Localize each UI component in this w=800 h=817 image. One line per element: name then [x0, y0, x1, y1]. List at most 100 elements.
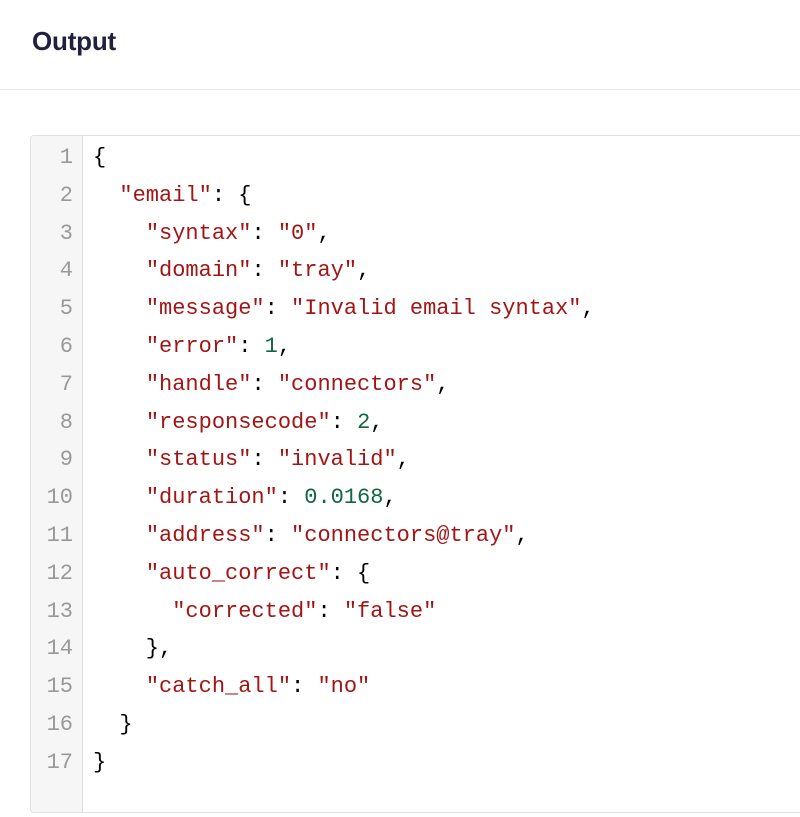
- code-line: "syntax": "0",: [93, 215, 800, 253]
- json-string-token: "connectors": [277, 371, 437, 397]
- json-string-token: "syntax": [145, 220, 252, 246]
- json-punctuation-token: ,: [357, 258, 371, 284]
- json-punctuation-token: [93, 221, 146, 246]
- code-content[interactable]: { "email": { "syntax": "0", "domain": "t…: [83, 136, 800, 812]
- line-number: 15: [46, 674, 73, 700]
- json-punctuation-token: [93, 485, 146, 510]
- line-number: 8: [59, 409, 73, 435]
- line-number: 13: [46, 598, 73, 624]
- json-string-token: "message": [145, 296, 265, 322]
- json-punctuation-token: : {: [211, 182, 252, 208]
- json-string-token: "catch_all": [145, 674, 292, 700]
- json-punctuation-token: ,: [515, 522, 529, 548]
- header-divider: [0, 89, 800, 90]
- json-string-token: "0": [277, 220, 318, 246]
- json-string-token: "address": [145, 522, 265, 548]
- json-punctuation-token: :: [238, 333, 265, 359]
- json-punctuation-token: :: [251, 447, 278, 473]
- line-number: 17: [46, 749, 73, 775]
- json-punctuation-token: [93, 410, 146, 435]
- json-punctuation-token: :: [317, 598, 344, 624]
- code-line: {: [93, 139, 800, 177]
- code-line: },: [93, 630, 800, 668]
- json-punctuation-token: [93, 674, 146, 699]
- code-line: "handle": "connectors",: [93, 366, 800, 404]
- code-line: "error": 1,: [93, 328, 800, 366]
- json-punctuation-token: },: [93, 636, 173, 662]
- json-string-token: "error": [145, 333, 239, 359]
- json-string-token: "auto_correct": [145, 560, 331, 586]
- json-number-token: 1: [264, 333, 278, 359]
- json-string-token: "connectors@tray": [291, 522, 516, 548]
- json-string-token: "Invalid email syntax": [291, 296, 582, 322]
- line-number: 9: [59, 447, 73, 473]
- json-string-token: "tray": [277, 258, 358, 284]
- json-string-token: "status": [145, 447, 252, 473]
- code-line: "domain": "tray",: [93, 252, 800, 290]
- line-number: 14: [46, 636, 73, 662]
- line-number: 11: [46, 522, 73, 548]
- line-number: 1: [59, 145, 73, 170]
- code-line: "corrected": "false": [93, 593, 800, 631]
- line-number: 2: [59, 182, 73, 208]
- json-punctuation-token: [93, 447, 146, 472]
- json-punctuation-token: [93, 183, 119, 208]
- json-punctuation-token: :: [291, 674, 318, 700]
- line-number: 7: [59, 371, 73, 397]
- json-punctuation-token: {: [93, 145, 107, 170]
- page-title: Output: [32, 26, 116, 56]
- json-punctuation-token: [93, 599, 172, 624]
- code-line: "address": "connectors@tray",: [93, 517, 800, 555]
- code-line: }: [93, 744, 800, 782]
- line-number: 12: [46, 560, 73, 586]
- line-number: 10: [46, 485, 73, 511]
- json-punctuation-token: }: [93, 749, 107, 775]
- code-line: }: [93, 706, 800, 744]
- json-punctuation-token: ,: [317, 220, 331, 246]
- json-string-token: "no": [317, 674, 371, 700]
- json-string-token: "responsecode": [145, 409, 331, 435]
- json-punctuation-token: :: [264, 522, 292, 548]
- code-line: "status": "invalid",: [93, 441, 800, 479]
- code-line: "message": "Invalid email syntax",: [93, 290, 800, 328]
- line-number: 4: [59, 258, 73, 284]
- json-punctuation-token: [93, 523, 146, 548]
- json-punctuation-token: ,: [383, 485, 397, 511]
- json-punctuation-token: :: [264, 296, 292, 322]
- json-number-token: 2: [357, 409, 371, 435]
- line-number: 6: [59, 333, 73, 359]
- json-punctuation-token: ,: [370, 409, 384, 435]
- json-string-token: "domain": [145, 258, 252, 284]
- json-punctuation-token: : {: [330, 560, 371, 586]
- json-punctuation-token: [93, 296, 146, 321]
- json-punctuation-token: [93, 372, 146, 397]
- json-punctuation-token: ,: [277, 333, 292, 359]
- json-string-token: "handle": [145, 371, 252, 397]
- json-punctuation-token: :: [277, 485, 305, 511]
- json-punctuation-token: :: [251, 371, 278, 397]
- output-header: Output: [32, 22, 116, 60]
- json-punctuation-token: ,: [436, 371, 450, 397]
- json-punctuation-token: :: [251, 220, 278, 246]
- json-string-token: "email": [119, 182, 212, 208]
- json-string-token: "false": [343, 598, 437, 624]
- code-line: "duration": 0.0168,: [93, 479, 800, 517]
- json-punctuation-token: ,: [396, 447, 410, 473]
- json-punctuation-token: [93, 258, 146, 283]
- code-line: "responsecode": 2,: [93, 404, 800, 442]
- json-punctuation-token: ,: [581, 296, 595, 322]
- line-number: 5: [59, 296, 73, 322]
- json-string-token: "invalid": [277, 447, 397, 473]
- json-punctuation-token: :: [330, 409, 358, 435]
- line-number: 16: [46, 711, 73, 737]
- code-line: "catch_all": "no": [93, 668, 800, 706]
- line-number: 3: [59, 220, 73, 246]
- json-string-token: "duration": [145, 485, 278, 511]
- json-punctuation-token: [93, 561, 146, 586]
- code-line: "auto_correct": {: [93, 555, 800, 593]
- code-line: "email": {: [93, 177, 800, 215]
- json-punctuation-token: :: [251, 258, 278, 284]
- json-number-token: 0.0168: [304, 485, 384, 511]
